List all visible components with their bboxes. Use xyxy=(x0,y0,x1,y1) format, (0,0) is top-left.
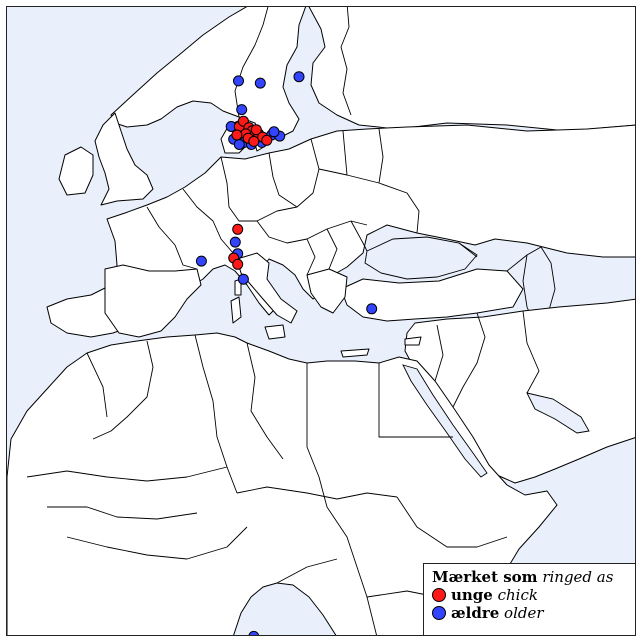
map-canvas[interactable] xyxy=(7,7,636,636)
land-italy xyxy=(236,252,298,324)
land-crete xyxy=(340,348,370,358)
legend-title-italic: ringed as xyxy=(542,568,614,586)
sea-red xyxy=(402,364,488,478)
older-recovery-point-10 xyxy=(268,126,280,138)
older-recovery-point-11 xyxy=(233,139,245,150)
map-frame: Mærket som ringed as unge chick ældre ol… xyxy=(6,6,636,636)
legend-item-chick-bold: unge xyxy=(451,586,493,604)
legend-item-chick: unge chick xyxy=(432,586,635,604)
chick-recovery-point-12 xyxy=(232,223,244,235)
land-scandinavia xyxy=(110,7,307,140)
chick-recovery-point-10 xyxy=(261,134,273,146)
blue-dot-icon xyxy=(432,606,446,620)
chick-recovery-point-7 xyxy=(231,129,243,141)
older-recovery-point-3 xyxy=(293,71,305,83)
border-norway-sweden xyxy=(234,7,269,118)
land-greece xyxy=(306,268,348,314)
sea-black xyxy=(364,236,478,280)
border-finland-russia xyxy=(340,7,352,116)
land-ireland xyxy=(58,146,94,196)
older-recovery-point-18 xyxy=(366,303,378,315)
legend-title-bold: Mærket som xyxy=(432,568,538,586)
land-finland-russia xyxy=(308,7,635,132)
land-cyprus xyxy=(404,336,422,346)
red-dot-icon xyxy=(432,588,446,602)
legend: Mærket som ringed as unge chick ældre ol… xyxy=(423,563,635,635)
older-recovery-point-17 xyxy=(237,273,249,285)
recovery-points xyxy=(195,71,378,635)
chick-recovery-point-6 xyxy=(250,124,262,136)
land-iberia xyxy=(104,264,202,338)
land-sardinia xyxy=(230,296,242,324)
older-recovery-point-1 xyxy=(233,75,244,87)
older-recovery-point-4 xyxy=(236,104,248,116)
legend-item-chick-italic: chick xyxy=(497,586,538,604)
legend-title: Mærket som ringed as xyxy=(432,568,635,586)
land-great-britain xyxy=(94,112,154,206)
land-africa xyxy=(7,332,558,635)
land-sicily xyxy=(264,324,286,340)
legend-item-older-bold: ældre xyxy=(451,604,500,622)
chick-recovery-point-11 xyxy=(248,135,260,147)
legend-item-older: ældre older xyxy=(432,604,635,622)
legend-item-older-italic: older xyxy=(504,604,544,622)
sea-persian-gulf xyxy=(526,392,590,434)
older-recovery-point-16 xyxy=(195,255,207,267)
older-recovery-point-19 xyxy=(248,630,260,635)
older-recovery-point-2 xyxy=(254,77,266,89)
land-anatolia xyxy=(340,268,524,322)
older-recovery-point-14 xyxy=(229,236,241,248)
chick-recovery-point-14 xyxy=(232,258,244,270)
